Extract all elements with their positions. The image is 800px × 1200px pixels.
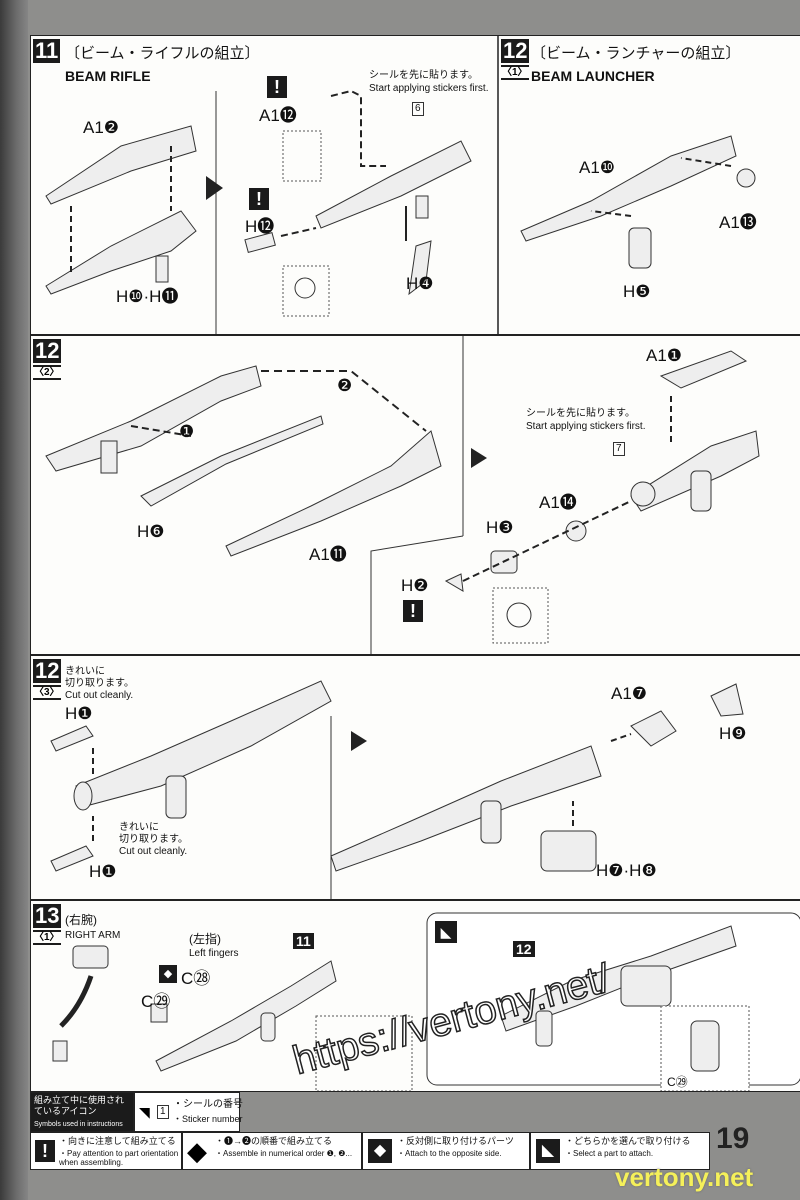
legend-title: 組み立て中に使用されているアイコン Symbols used in instru… bbox=[30, 1092, 134, 1132]
sticker-note-en: Start applying stickers first. bbox=[369, 83, 489, 94]
cut-note-en: Cut out cleanly. bbox=[119, 846, 188, 857]
step-ref-12: 12 bbox=[513, 941, 535, 957]
part-label: C㉙ bbox=[667, 1075, 688, 1089]
cut-note-jp: きれいに bbox=[65, 666, 105, 677]
substep-label: 〈1〉 bbox=[33, 930, 61, 945]
part-label: H❼·H❽ bbox=[596, 861, 657, 880]
step12-title-jp: 〔ビーム・ランチャーの組立〕 bbox=[531, 45, 741, 62]
sticker-icon: ◥ bbox=[139, 1104, 150, 1120]
panel-step13: 13 〈1〉 (右腕) RIGHT ARM (左指) Left fingers … bbox=[30, 900, 800, 1092]
step-number-11: 11 bbox=[33, 38, 61, 63]
step11-title-jp: 〔ビーム・ライフルの組立〕 bbox=[65, 45, 260, 62]
part-label: A1❿ bbox=[579, 158, 616, 177]
cut-note-jp: 切り取ります。 bbox=[119, 834, 188, 845]
sticker-note-jp: シールを先に貼ります。 bbox=[526, 408, 635, 419]
sticker-note-jp: シールを先に貼ります。 bbox=[369, 70, 478, 81]
legend-item-orientation: ! ・向きに注意して組み立てる ・Pay attention to part o… bbox=[30, 1132, 182, 1170]
legend-opposite-jp: ・反対側に取り付けるパーツ bbox=[397, 1136, 514, 1146]
step-number-12: 12 bbox=[33, 658, 62, 683]
icon-legend: 組み立て中に使用されているアイコン Symbols used in instru… bbox=[30, 1092, 710, 1170]
binder-edge bbox=[0, 0, 28, 1200]
attention-icon: ! bbox=[249, 188, 269, 210]
part-label: A1⓫ bbox=[309, 545, 347, 564]
step-number-12: 12 bbox=[33, 338, 62, 363]
sticker-legend-jp: ・シールの番号 bbox=[173, 1099, 243, 1110]
opposite-side-icon: ◆ bbox=[159, 965, 177, 983]
sticker-number: 7 bbox=[613, 442, 625, 456]
part-label: H❶ bbox=[65, 704, 93, 723]
right-arm-jp: (右腕) bbox=[65, 913, 97, 927]
part-label: H❿·H⓫ bbox=[116, 287, 179, 306]
panel-step11: 11 〔ビーム・ライフルの組立〕 BEAM RIFLE A1❷ H❿·H⓫ ! … bbox=[30, 35, 800, 335]
part-label: H❸ bbox=[486, 518, 514, 537]
cut-note-jp: きれいに bbox=[119, 822, 159, 833]
legend-title-en: Symbols used in instructions bbox=[34, 1121, 123, 1128]
legend-orientation-en: ・Pay attention to part orientation when … bbox=[59, 1149, 179, 1167]
part-label: A1❷ bbox=[83, 118, 120, 137]
opposite-side-icon: ◆ bbox=[368, 1139, 392, 1163]
left-fingers-en: Left fingers bbox=[189, 948, 239, 959]
part-label: A1❼ bbox=[611, 684, 648, 703]
legend-select-en: ・Select a part to attach. bbox=[565, 1149, 654, 1158]
sticker-note-en: Start applying stickers first. bbox=[526, 421, 646, 432]
order-icon: ◆ bbox=[187, 1136, 207, 1166]
part-label: A1⓭ bbox=[719, 213, 757, 232]
left-fingers-jp: (左指) bbox=[189, 932, 221, 946]
legend-sticker: ◥ 1 ・シールの番号 ・Sticker number bbox=[134, 1092, 243, 1132]
step-number-13: 13 bbox=[33, 903, 62, 928]
legend-order-en: ・Assemble in numerical order ❶, ❷... bbox=[215, 1149, 353, 1158]
panel-step12-2: 12 〈2〉 H❻ A1⓫ ❶ ❷ A1❶ シールを先に貼ります。 Start … bbox=[30, 335, 800, 655]
legend-item-order: ◆ ・❶→❷の順番で組み立てる ・Assemble in numerical o… bbox=[182, 1132, 362, 1170]
part-label: A1⓮ bbox=[539, 493, 577, 512]
step-ref-11: 11 bbox=[293, 933, 314, 949]
attention-icon: ! bbox=[267, 76, 287, 98]
legend-select-jp: ・どちらかを選んで取り付ける bbox=[565, 1136, 691, 1146]
legend-title-jp: 組み立て中に使用されているアイコン bbox=[34, 1095, 125, 1116]
part-label: H❾ bbox=[719, 724, 747, 743]
select-part-icon: ◣ bbox=[536, 1139, 560, 1163]
part-label: H❺ bbox=[623, 282, 651, 301]
substep-label: 〈2〉 bbox=[33, 365, 61, 380]
step11-diagram bbox=[45, 36, 756, 334]
sticker-number: 6 bbox=[412, 102, 424, 116]
step12-2-diagram bbox=[45, 336, 760, 654]
sticker-number-label: 1 bbox=[157, 1105, 169, 1119]
right-arm-en: RIGHT ARM bbox=[65, 930, 121, 941]
step-number-12: 12 bbox=[501, 38, 530, 63]
step12-title-en: BEAM LAUNCHER bbox=[531, 68, 655, 84]
part-label: C㉙ bbox=[141, 992, 171, 1011]
cut-note-jp: 切り取ります。 bbox=[65, 678, 134, 689]
legend-item-opposite: ◆ ・反対側に取り付けるパーツ ・Attach to the opposite … bbox=[362, 1132, 530, 1170]
legend-opposite-en: ・Attach to the opposite side. bbox=[397, 1149, 502, 1158]
legend-orientation-jp: ・向きに注意して組み立てる bbox=[59, 1136, 176, 1146]
part-label: A1⓬ bbox=[259, 106, 297, 125]
part-label: H❻ bbox=[137, 522, 165, 541]
part-label: H❶ bbox=[89, 862, 117, 881]
substep-label: 〈3〉 bbox=[33, 685, 61, 700]
part-label: A1❶ bbox=[646, 346, 683, 365]
order-1-icon: ❶ bbox=[179, 422, 195, 441]
order-2-icon: ❷ bbox=[337, 376, 353, 395]
legend-order-jp: ・❶→❷の順番で組み立てる bbox=[215, 1136, 333, 1146]
panel-step12-3: 12 〈3〉 きれいに 切り取ります。 Cut out cleanly. H❶ … bbox=[30, 655, 800, 900]
attention-icon: ! bbox=[35, 1140, 55, 1162]
legend-item-select: ◣ ・どちらかを選んで取り付ける ・Select a part to attac… bbox=[530, 1132, 710, 1170]
page-number: 19 bbox=[716, 1122, 750, 1155]
watermark: vertony.net bbox=[615, 1162, 754, 1192]
part-label: H❷ bbox=[401, 576, 429, 595]
step11-title-en: BEAM RIFLE bbox=[65, 68, 151, 84]
attention-icon: ! bbox=[403, 600, 423, 622]
select-part-icon: ◣ bbox=[435, 921, 457, 943]
sticker-legend-en: ・Sticker number bbox=[173, 1114, 243, 1124]
substep-label: 〈1〉 bbox=[501, 65, 529, 80]
cut-note-en: Cut out cleanly. bbox=[65, 690, 134, 701]
part-label: H❹ bbox=[406, 274, 434, 293]
part-label: C㉘ bbox=[181, 969, 211, 988]
part-label: H⓬ bbox=[245, 217, 275, 236]
step12-3-diagram bbox=[50, 680, 744, 899]
